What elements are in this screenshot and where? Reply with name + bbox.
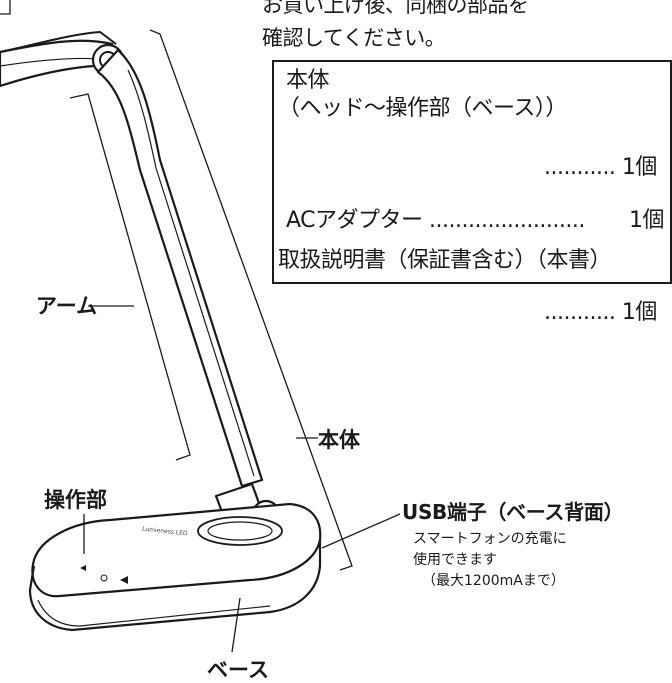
base-socket-inner (207, 521, 273, 541)
desk-lamp-illustration (0, 0, 401, 653)
power-icon (100, 574, 108, 582)
lamp-head-top (0, 30, 117, 53)
arm-bracket-line (69, 93, 191, 461)
item-manual-quantity: ........... 1個 (544, 300, 657, 325)
usb-note-line3: （最大1200mAまで） (422, 573, 565, 589)
lamp-arm (96, 48, 264, 488)
lamp-arm-edge (127, 69, 255, 477)
item-body-quantity: ........... 1個 (544, 155, 657, 180)
head-bracket-line (0, 0, 11, 15)
operation-panel-label: 操作部 (44, 488, 107, 512)
item-body-subtitle: （ヘッド〜操作部（ベース）） (278, 96, 567, 121)
item-body-title: 本体 (286, 68, 330, 93)
item-ac-adapter-quantity: 1個 (629, 208, 665, 233)
item-manual: 取扱説明書（保証書含む）（本書） (278, 248, 612, 273)
base-leader-line (231, 597, 241, 653)
usb-leader-line (321, 513, 401, 549)
usb-note-line1: スマートフォンの充電に (413, 531, 567, 547)
body-bracket-line (149, 29, 353, 571)
contents-checklist-box: 本体 （ヘッド〜操作部（ベース）） ........... 1個 ACアダプター… (272, 60, 672, 324)
dim-up-icon (120, 576, 128, 584)
lamp-base-top (31, 502, 322, 598)
usb-port-label: USB端子（ベース背面） (402, 500, 624, 524)
lamp-base-bottom-edge (37, 599, 271, 627)
intro-text-line2: 確認してください。 (262, 26, 446, 50)
item-ac-adapter: ACアダプター ........................ (286, 208, 585, 233)
body-label: 本体 (318, 428, 360, 452)
base-label: ベース (207, 658, 269, 682)
dim-down-icon (80, 565, 86, 571)
usb-note-line2: 使用できます (413, 552, 497, 568)
arm-label: アーム (36, 294, 98, 318)
lamp-base-side (28, 540, 322, 632)
intro-text-line1: お買い上げ後、同梱の部品を (262, 0, 529, 17)
